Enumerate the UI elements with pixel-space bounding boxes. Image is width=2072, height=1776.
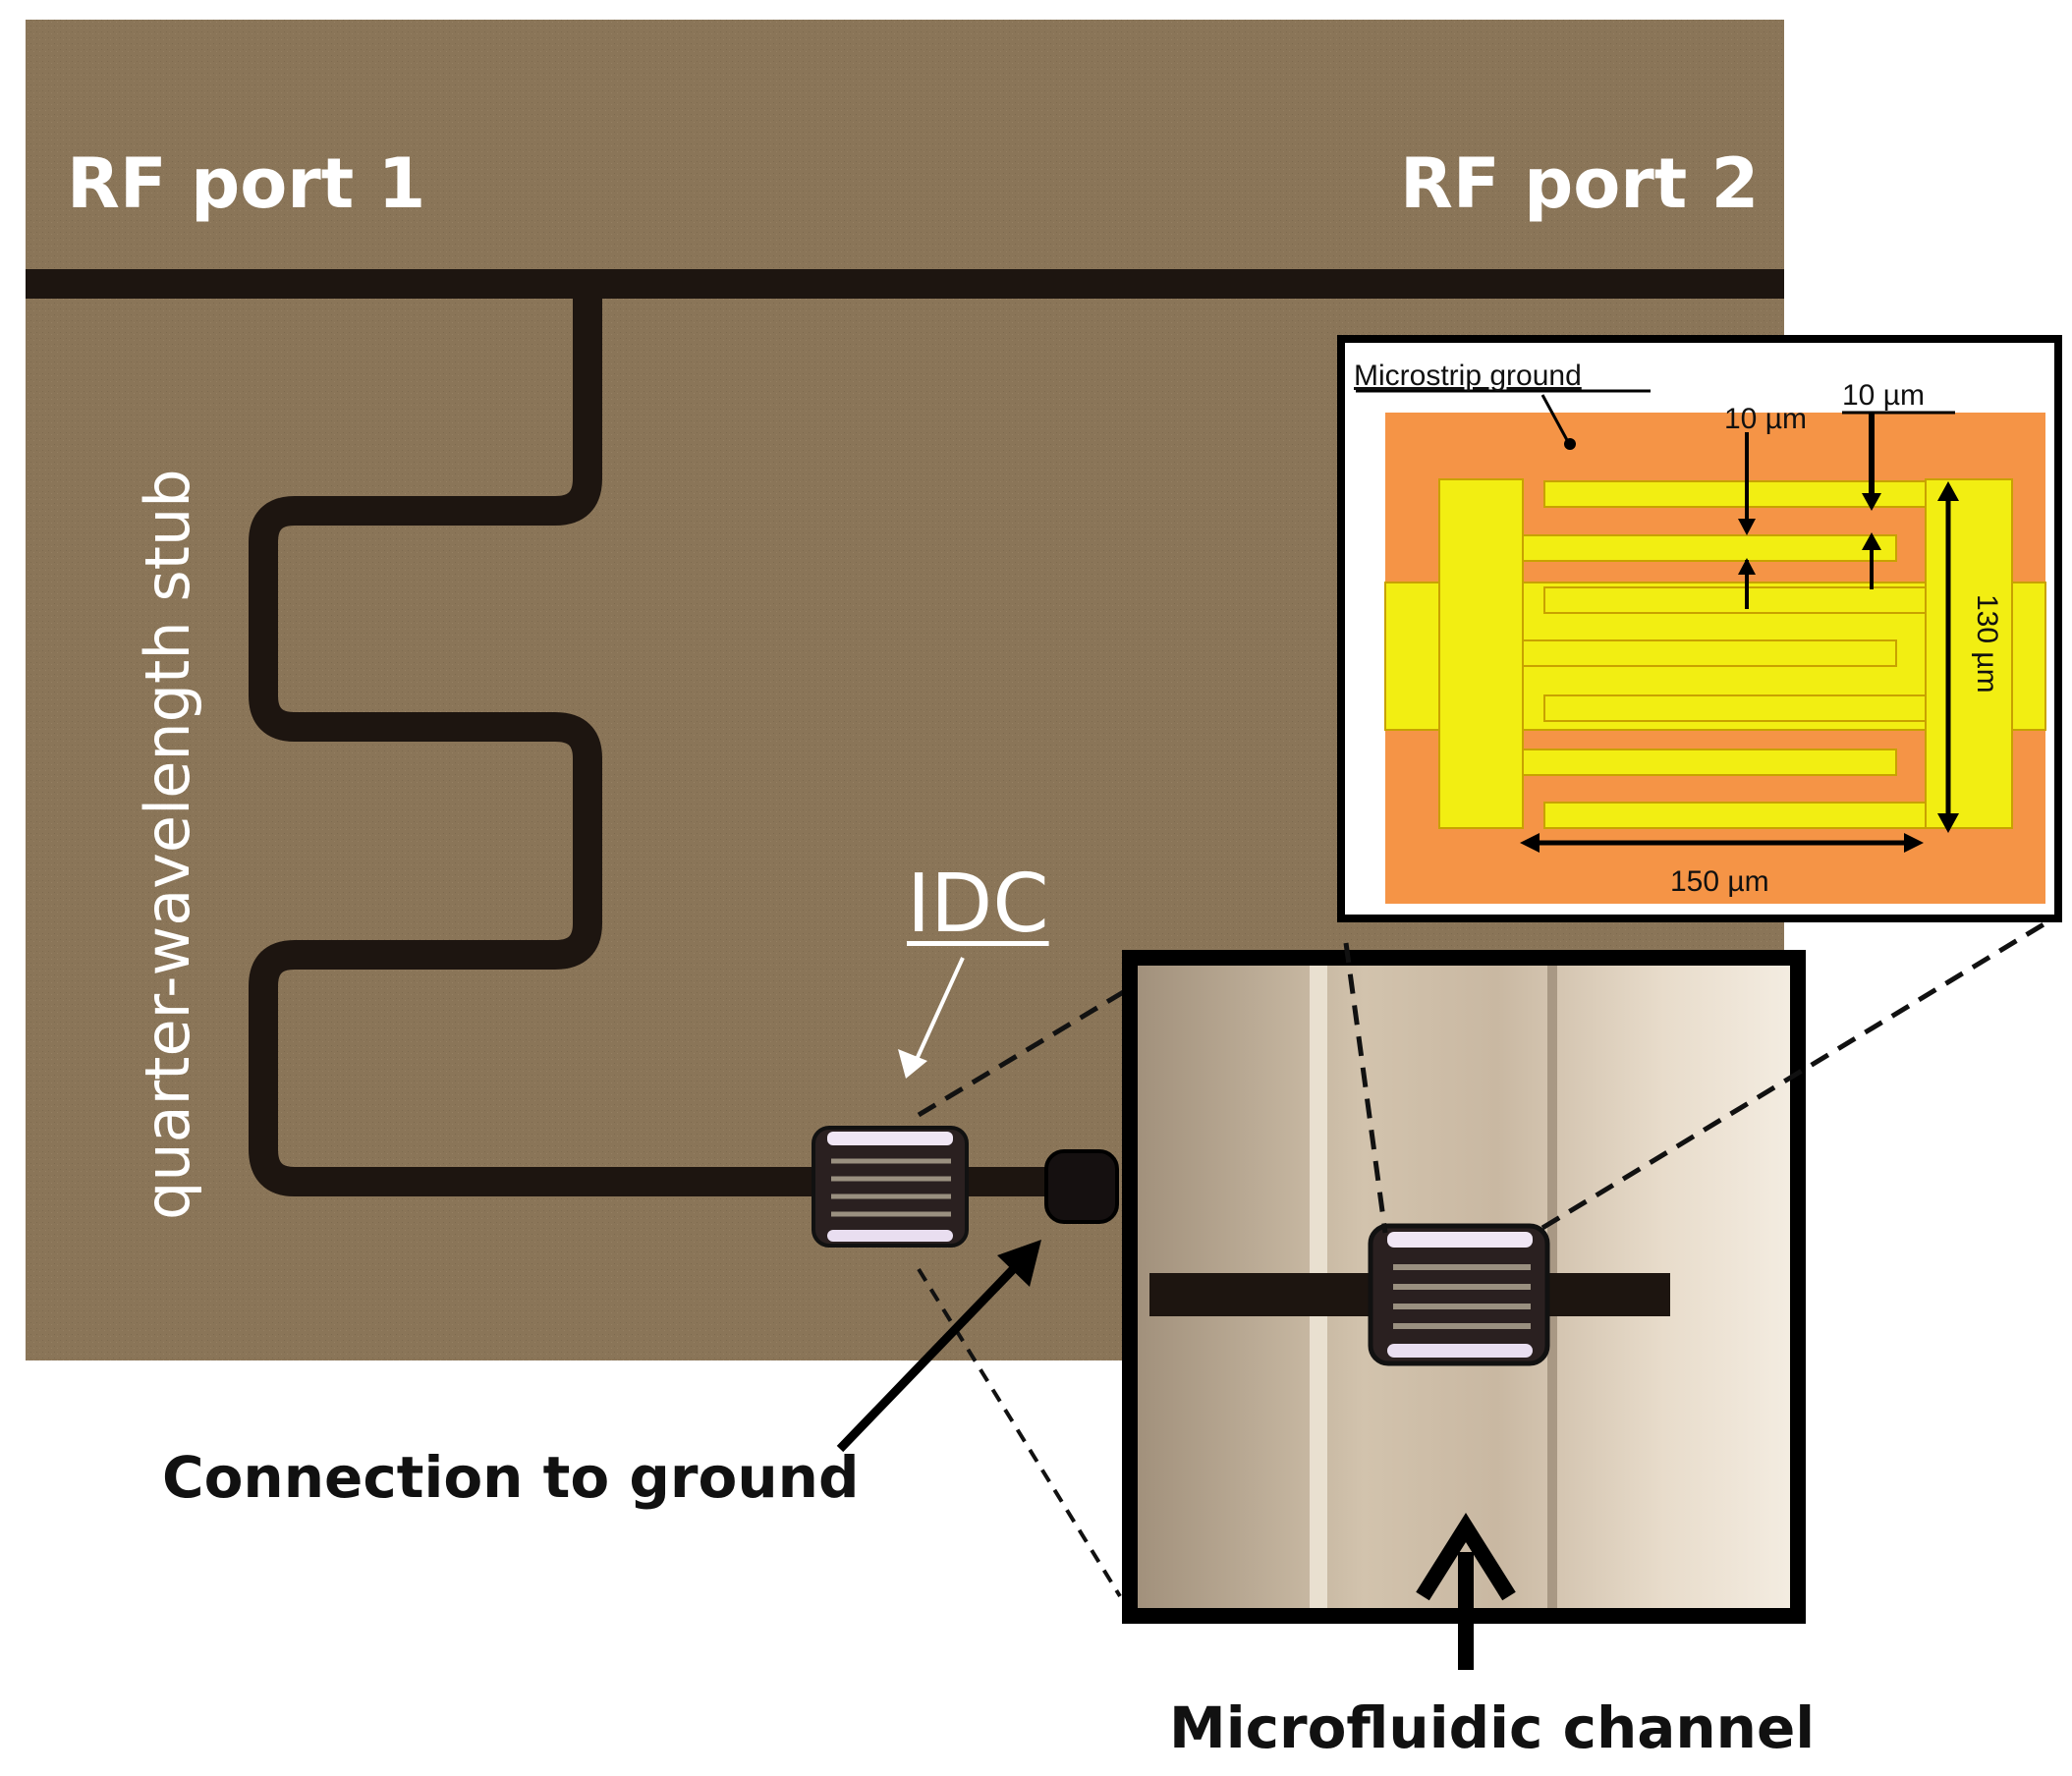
idc-device [812, 1126, 1119, 1248]
microstrip-ground-label: Microstrip ground [1354, 360, 1582, 392]
quarter-wavelength-stub-trace [249, 284, 825, 1196]
width-dimension-label: 150 µm [1670, 865, 1769, 898]
idc-label: IDC [907, 858, 1049, 951]
idc-layout-inset [1337, 335, 2062, 922]
rf-port-2-label: RF port 2 [1400, 143, 1760, 224]
connection-to-ground-label: Connection to ground [162, 1444, 860, 1511]
microfluidic-channel-label: Microfluidic channel [1169, 1694, 1816, 1761]
zoom-line [1343, 942, 1388, 1234]
rf-port-1-label: RF port 1 [67, 143, 426, 224]
stub-label: quarter-wavelength stub [132, 469, 203, 1220]
zoom-line [917, 1267, 1122, 1598]
finger-dimension-label: 10 µm [1842, 379, 1925, 412]
zoom-line [917, 979, 1142, 1118]
idc-arrow [912, 957, 965, 1067]
gap-dimension-label: 10 µm [1724, 403, 1807, 435]
height-dimension-label: 130 µm [1971, 594, 2003, 694]
zoom-line [1540, 916, 2055, 1231]
channel-inset [1122, 950, 1806, 1624]
ground-arrow [836, 1258, 1024, 1453]
ground-via [1044, 1149, 1119, 1224]
